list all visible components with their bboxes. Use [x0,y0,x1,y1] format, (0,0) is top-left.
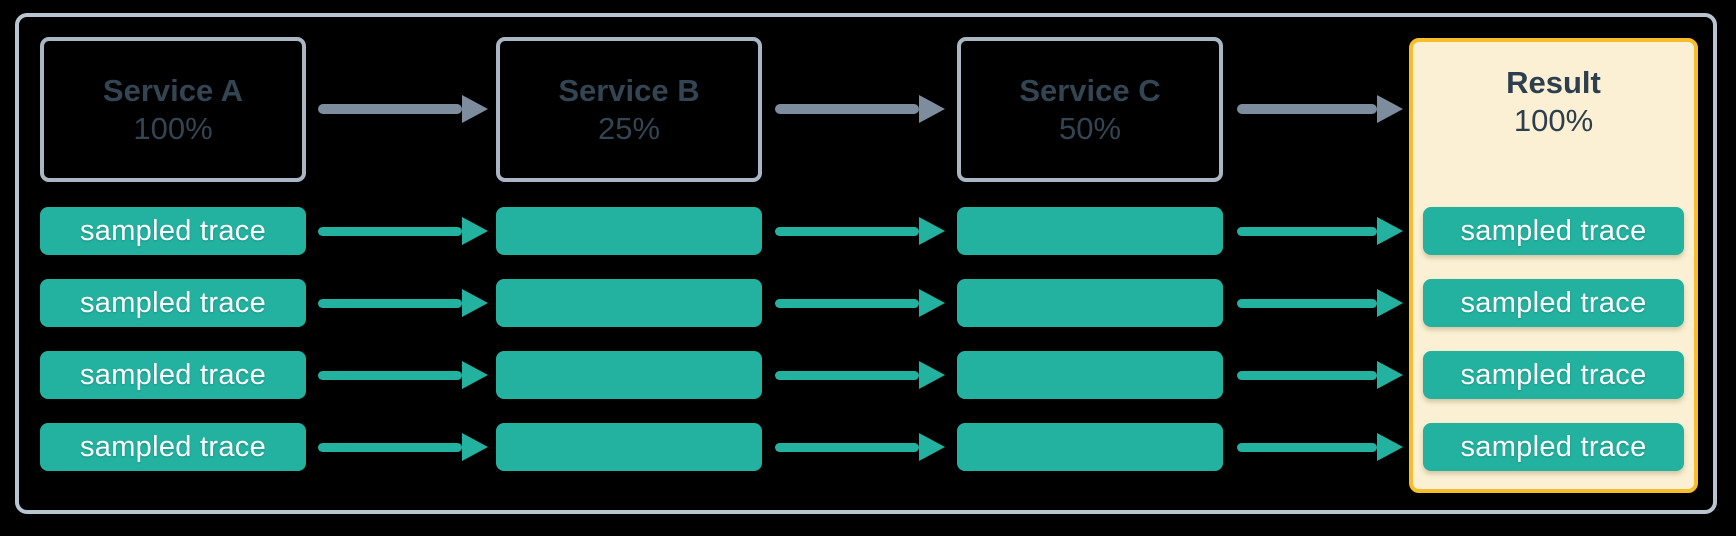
trace-bar-service-a-2: sampled trace [40,279,306,327]
arrow-head-icon [919,217,945,245]
trace-arrow [318,361,488,389]
arrow-shaft [775,298,919,308]
arrow-head-icon [919,361,945,389]
trace-bar-service-a-1: sampled trace [40,207,306,255]
arrow-shaft [318,370,462,380]
trace-arrow [1237,361,1403,389]
arrow-head-icon [1377,289,1403,317]
arrow-head-icon [1377,433,1403,461]
trace-bar-result-3: sampled trace [1423,351,1684,399]
result-heading: Result 100% [1413,66,1694,138]
trace-bar-label: sampled trace [1460,214,1647,247]
diagram-outer-frame [15,13,1717,514]
arrow-shaft [775,226,919,236]
arrow-head-icon [1377,95,1403,123]
trace-bar-label: sampled trace [79,214,267,247]
trace-bar-label: sampled trace [1460,430,1647,463]
trace-bar-service-a-4: sampled trace [40,423,306,471]
arrow-shaft [1237,370,1377,380]
trace-bar-service-c-1 [957,207,1223,255]
arrow-head-icon [919,95,945,123]
trace-arrow [775,289,945,317]
trace-bar-label: sampled trace [1460,286,1647,319]
service-a-box: Service A 100% [40,37,306,182]
arrow-head-icon [462,289,488,317]
trace-bar-result-2: sampled trace [1423,279,1684,327]
flow-arrow-b-to-c [775,95,945,123]
arrow-head-icon [462,433,488,461]
arrow-shaft [1237,298,1377,308]
service-a-name: Service A [102,72,244,108]
flow-arrow-c-to-result [1237,95,1403,123]
result-name: Result [1506,65,1601,100]
trace-arrow [775,217,945,245]
trace-bar-service-a-3: sampled trace [40,351,306,399]
arrow-shaft [318,442,462,452]
trace-bar-service-c-3 [957,351,1223,399]
arrow-head-icon [919,289,945,317]
trace-bar-label: sampled trace [79,286,267,319]
service-c-box: Service C 50% [957,37,1223,182]
arrow-head-icon [462,361,488,389]
service-c-name: Service C [1019,72,1161,108]
arrow-shaft [775,370,919,380]
trace-arrow [775,433,945,461]
arrow-head-icon [1377,217,1403,245]
trace-arrow [1237,289,1403,317]
service-a-rate: 100% [133,110,213,146]
result-box: Result 100% [1409,38,1698,493]
arrow-head-icon [1377,361,1403,389]
service-c-rate: 50% [1058,110,1122,146]
trace-bar-service-b-2 [496,279,762,327]
trace-bar-label: sampled trace [79,358,267,391]
trace-bar-result-1: sampled trace [1423,207,1684,255]
arrow-shaft [775,104,919,114]
arrow-head-icon [919,433,945,461]
trace-bar-service-b-4 [496,423,762,471]
service-b-rate: 25% [597,110,661,146]
service-b-box: Service B 25% [496,37,762,182]
service-b-name: Service B [558,72,700,108]
trace-bar-service-b-3 [496,351,762,399]
arrow-shaft [318,104,462,114]
trace-arrow [318,217,488,245]
trace-arrow [775,361,945,389]
trace-bar-service-c-2 [957,279,1223,327]
arrow-shaft [1237,442,1377,452]
trace-bar-service-b-1 [496,207,762,255]
trace-bar-label: sampled trace [1460,358,1647,391]
arrow-shaft [775,442,919,452]
trace-arrow [1237,217,1403,245]
arrow-shaft [1237,226,1377,236]
trace-arrow [1237,433,1403,461]
arrow-shaft [1237,104,1377,114]
arrow-shaft [318,298,462,308]
flow-arrow-a-to-b [318,95,488,123]
trace-bar-result-4: sampled trace [1423,423,1684,471]
arrow-head-icon [462,95,488,123]
trace-arrow [318,289,488,317]
arrow-shaft [318,226,462,236]
arrow-head-icon [462,217,488,245]
trace-bar-service-c-4 [957,423,1223,471]
result-rate: 100% [1513,103,1594,138]
trace-arrow [318,433,488,461]
trace-bar-label: sampled trace [79,430,267,463]
